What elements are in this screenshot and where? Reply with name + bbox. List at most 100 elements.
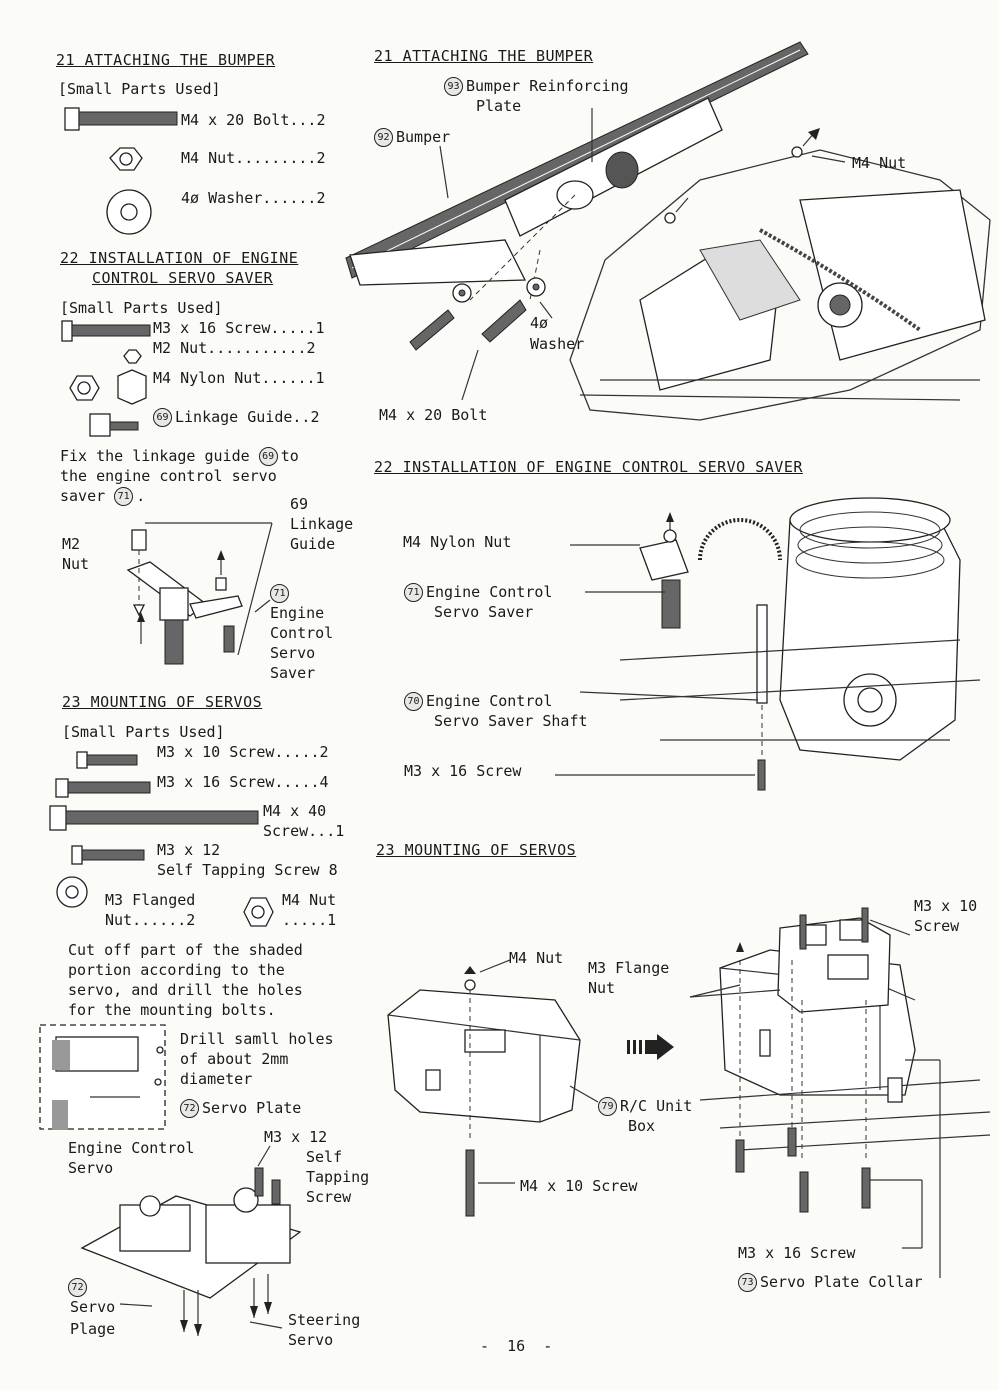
right-section-22-heading: 22 INSTALLATION OF ENGINE CONTROL SERVO … bbox=[374, 458, 803, 476]
fig-label-engine: Engine bbox=[270, 604, 325, 622]
fig-self: Self bbox=[306, 1148, 343, 1166]
fig-tapping: Tapping bbox=[306, 1168, 370, 1186]
instruction-line2: the engine control servo bbox=[60, 467, 277, 485]
rc-unit-box-drawing bbox=[387, 959, 674, 1217]
part-m3x16-screw: M3 x 16 Screw.....4 bbox=[157, 773, 329, 791]
label-nylon-nut: M4 Nylon Nut bbox=[403, 533, 512, 551]
label-saver-shaft-l2: Servo Saver Shaft bbox=[434, 712, 588, 730]
part-washer: 4ø Washer......2 bbox=[181, 189, 326, 207]
label-m4-nut: M4 Nut bbox=[852, 154, 907, 172]
part-m4x20-bolt: M4 x 20 Bolt...2 bbox=[181, 111, 326, 129]
label-m3x16: M3 x 16 Screw bbox=[404, 762, 522, 780]
fig-servo-plage: Servo bbox=[70, 1298, 116, 1316]
drill-line1: Drill samll holes bbox=[180, 1030, 334, 1048]
part-number-badge: 71 bbox=[114, 487, 134, 506]
fig-label-servo: Servo bbox=[270, 644, 316, 662]
label-plate: Plate bbox=[476, 97, 522, 115]
section-21-heading: 21 ATTACHING THE BUMPER bbox=[56, 51, 276, 69]
servos-on-plate-drawing bbox=[80, 1145, 302, 1336]
fig-label-saver: Saver bbox=[270, 664, 316, 682]
part-m4-nut: M4 Nut bbox=[282, 891, 337, 909]
part-m3x10-screw: M3 x 10 Screw.....2 bbox=[157, 743, 329, 761]
part-number-badge: 69 bbox=[258, 447, 278, 466]
servo-saver-drawing bbox=[126, 522, 273, 665]
engine-servo-saver-drawing bbox=[555, 497, 981, 791]
fig-label-69: 69 bbox=[290, 495, 309, 513]
fig-screw: Screw bbox=[306, 1188, 352, 1206]
fig-label-linkage: Linkage bbox=[290, 515, 354, 533]
fig-steering: Steering bbox=[288, 1311, 361, 1329]
part-self-tapping: Self Tapping Screw 8 bbox=[157, 861, 338, 879]
right-section-23-heading: 23 MOUNTING OF SERVOS bbox=[376, 841, 577, 859]
part-flanged-qty: Nut......2 bbox=[105, 911, 196, 929]
drill-line2: of about 2mm bbox=[180, 1050, 289, 1068]
page-number: - 16 - bbox=[480, 1337, 553, 1355]
part-number-badge: 92 bbox=[374, 128, 393, 147]
part-number-badge: 93 bbox=[444, 77, 463, 96]
part-m3x12: M3 x 12 bbox=[157, 841, 221, 859]
small-parts-label: [Small Parts Used] bbox=[60, 299, 223, 317]
nut-drawing bbox=[109, 147, 143, 171]
label-m4x10: M4 x 10 Screw bbox=[520, 1177, 638, 1195]
right-section-21-heading: 21 ATTACHING THE BUMPER bbox=[374, 47, 594, 65]
fig-label-nut: Nut bbox=[62, 555, 90, 573]
label-washer: Washer bbox=[530, 335, 585, 353]
fig-engine-servo: Engine Control bbox=[68, 1139, 195, 1157]
instr-line2: portion according to the bbox=[68, 961, 285, 979]
servos-in-box-drawing bbox=[689, 907, 991, 1278]
fig-label-guide: Guide bbox=[290, 535, 336, 553]
washer-drawing bbox=[106, 189, 152, 235]
section-22-heading-line2: CONTROL SERVO SAVER bbox=[92, 269, 274, 287]
part-m3x16-screw: M3 x 16 Screw.....1 bbox=[153, 319, 325, 337]
fig-steering-servo: Servo bbox=[288, 1331, 334, 1349]
instruction-line3: saver 71. bbox=[60, 487, 146, 506]
servo-plate-drawing bbox=[39, 1024, 166, 1130]
label-m3x10: M3 x 10 bbox=[914, 897, 978, 915]
arrow-right-icon bbox=[627, 1034, 674, 1060]
instr-line1: Cut off part of the shaded bbox=[68, 941, 303, 959]
instr-line3: servo, and drill the holes bbox=[68, 981, 303, 999]
part-number-badge: 71 bbox=[404, 583, 423, 602]
bumper-assembly-drawing bbox=[345, 41, 991, 421]
part-m4x40-qty: Screw...1 bbox=[263, 822, 345, 840]
section-22-heading-line1: 22 INSTALLATION OF ENGINE bbox=[60, 249, 299, 267]
fig-servo: Servo bbox=[68, 1159, 114, 1177]
small-parts-label: [Small Parts Used] bbox=[62, 723, 225, 741]
label-washer-size: 4ø bbox=[530, 314, 549, 332]
fig-72: 72 bbox=[68, 1277, 90, 1297]
part-number-badge: 71 bbox=[270, 584, 289, 603]
label-m4x20-bolt: M4 x 20 Bolt bbox=[379, 406, 488, 424]
fig-label-71: 71 bbox=[270, 583, 292, 603]
part-m2-nut: M2 Nut...........2 bbox=[153, 339, 316, 357]
fig-label-m2: M2 bbox=[62, 535, 81, 553]
label-m3x16: M3 x 16 Screw bbox=[738, 1244, 856, 1262]
drill-line3: diameter bbox=[180, 1070, 253, 1088]
fig-label-control: Control bbox=[270, 624, 334, 642]
part-number-badge: 69 bbox=[153, 408, 172, 427]
part-number-badge: 72 bbox=[180, 1099, 199, 1118]
part-flanged-nut: M3 Flanged bbox=[105, 891, 196, 909]
label-m3x10-screw: Screw bbox=[914, 917, 960, 935]
small-parts-label: [Small Parts Used] bbox=[58, 80, 221, 98]
instr-line4: for the mounting bolts. bbox=[68, 1001, 276, 1019]
label-servo-saver-l2: Servo Saver bbox=[434, 603, 534, 621]
part-number-badge: 79 bbox=[598, 1097, 617, 1116]
part-m4x40: M4 x 40 bbox=[263, 802, 327, 820]
part-m4-nut: M4 Nut.........2 bbox=[181, 149, 326, 167]
fig-plage: Plage bbox=[70, 1320, 116, 1338]
part-m4-nut-qty: .....1 bbox=[282, 911, 337, 929]
part-m4-nylon-nut: M4 Nylon Nut......1 bbox=[153, 369, 325, 387]
label-m4-nut: M4 Nut bbox=[509, 949, 564, 967]
bolt-drawing bbox=[64, 107, 178, 131]
part-number-badge: 70 bbox=[404, 692, 423, 711]
label-flange: M3 Flange bbox=[588, 959, 670, 977]
